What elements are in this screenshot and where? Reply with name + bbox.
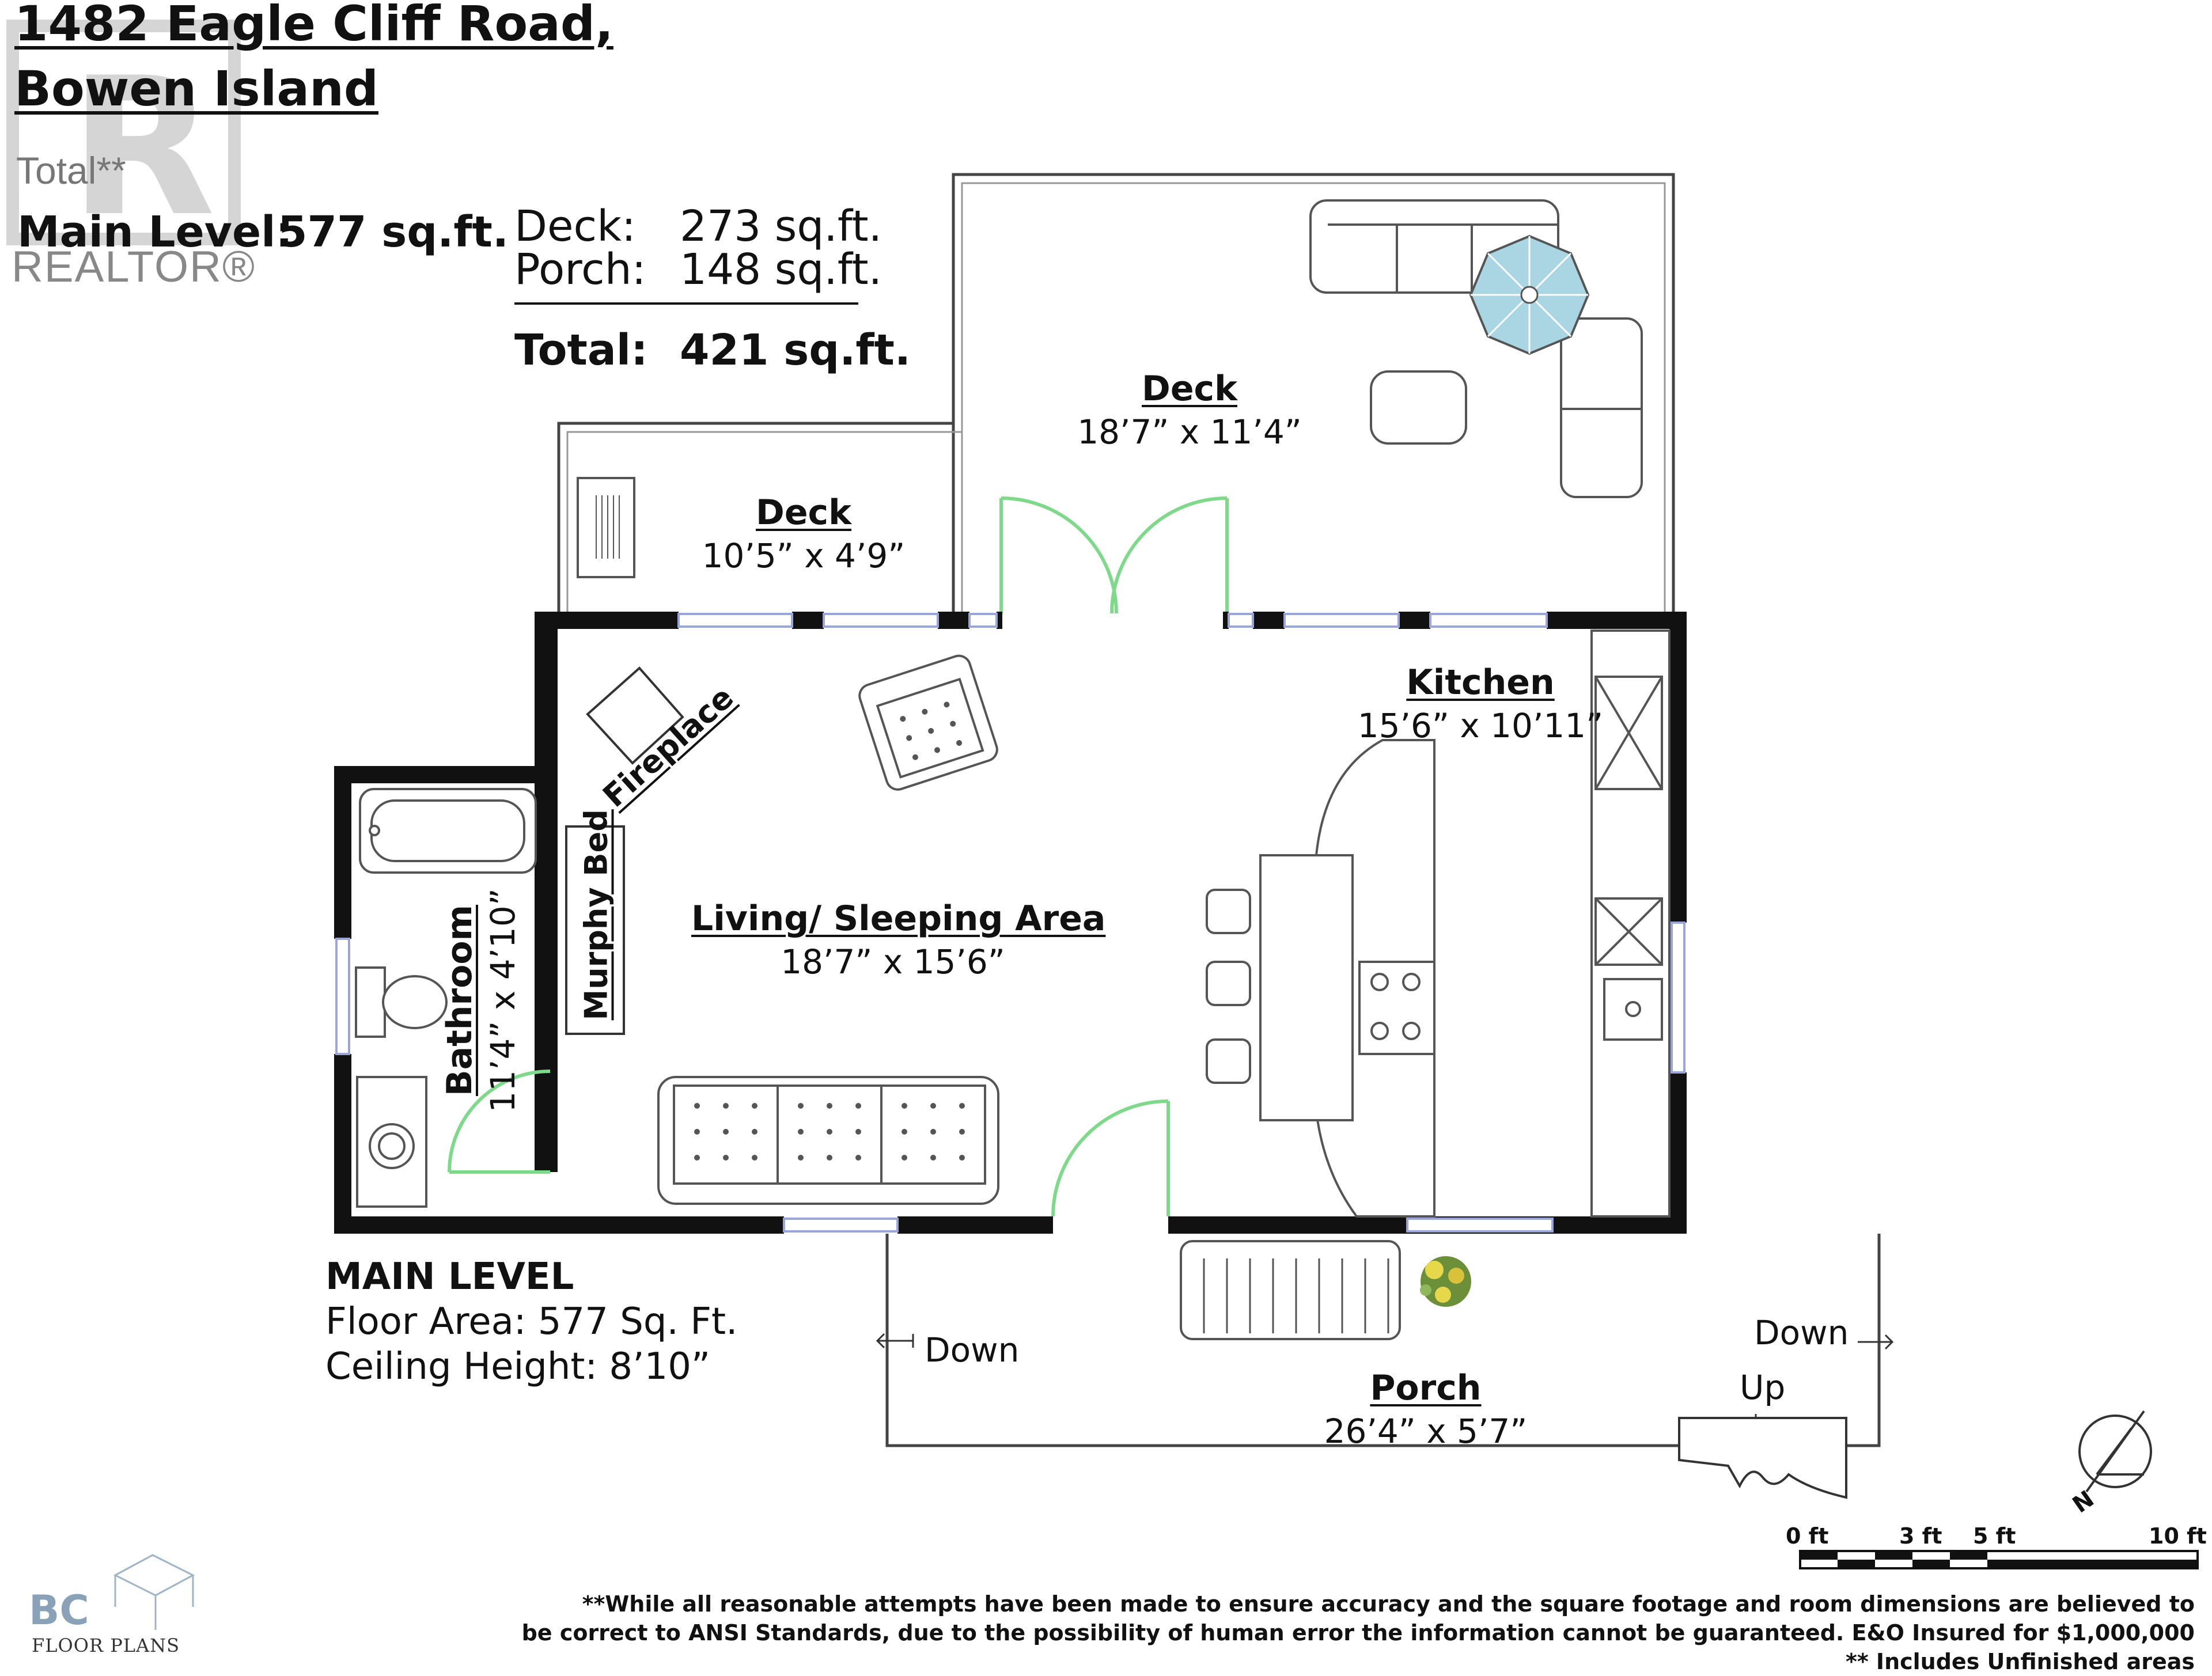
- deck-area-value: 273 sq.ft.: [680, 202, 882, 251]
- porch-area-value: 148 sq.ft.: [680, 245, 882, 294]
- outdoor-sofa: [1309, 199, 1643, 498]
- ceiling-height: Ceiling Height: 8’10”: [325, 1345, 711, 1388]
- disclaimer-line-2: be correct to ANSI Standards, due to the…: [521, 1620, 2195, 1645]
- deck-outline-inner: [961, 182, 1666, 613]
- room-living: Living/ Sleeping Area 18’7” x 15’6”: [691, 898, 1106, 981]
- porch-bench: [1180, 1240, 1401, 1340]
- kitchen-island: [1259, 739, 1435, 1218]
- north-arrow: [2078, 1410, 2152, 1493]
- interior-doors: [448, 1070, 1170, 1217]
- scale-0: 0 ft: [1786, 1523, 1829, 1549]
- room-name: Bathroom: [440, 904, 480, 1097]
- total-area-label: Total:: [514, 325, 648, 375]
- potted-plant: [1420, 1256, 1471, 1307]
- main-level-label: Main Level:: [17, 207, 293, 257]
- svg-text:R: R: [69, 37, 215, 258]
- lower-deck-outline: [557, 422, 953, 613]
- up-label: Up: [1740, 1368, 1786, 1407]
- porch-step: [1678, 1417, 1847, 1499]
- disclaimer-line-1: **While all reasonable attempts have bee…: [582, 1591, 2195, 1617]
- room-name: Deck: [1142, 369, 1237, 409]
- room-dims: 18’7” x 11’4”: [1077, 412, 1302, 452]
- scale-5: 5 ft: [1973, 1523, 2016, 1549]
- kitchen-counter: [1590, 630, 1671, 1218]
- fireplace: [586, 666, 684, 765]
- bbq-grill: [577, 477, 635, 578]
- bar-stools: [1206, 889, 1251, 1084]
- main-level-info: MAIN LEVEL Floor Area: 577 Sq. Ft. Ceili…: [325, 1254, 737, 1389]
- disclaimer-line-3: ** Includes Unfinished areas: [1845, 1649, 2195, 1674]
- room-deck-upper: Deck 18’7” x 11’4”: [1031, 369, 1348, 452]
- floor-area: Floor Area: 577 Sq. Ft.: [325, 1300, 738, 1343]
- main-level-value: 577 sq.ft.: [278, 207, 509, 257]
- room-name: Deck: [756, 492, 851, 533]
- watermark-realtor: REALTOR®: [12, 242, 256, 291]
- deck-area-label: Deck:: [514, 202, 636, 251]
- room-kitchen: Kitchen 15’6” x 10’11”: [1342, 662, 1619, 745]
- watermark-total: Total**: [16, 149, 126, 192]
- room-porch: Porch 26’4” x 5’7”: [1310, 1368, 1541, 1451]
- porch-outline: [885, 1234, 1881, 1447]
- deck-outline: [952, 173, 1675, 613]
- patio-table: [1469, 234, 1590, 355]
- room-dims: 26’4” x 5’7”: [1324, 1412, 1528, 1451]
- total-area-value: 421 sq.ft.: [680, 325, 911, 375]
- french-doors: [999, 496, 1229, 614]
- main-level-title: MAIN LEVEL: [325, 1256, 574, 1298]
- lower-deck-outline-inner: [566, 431, 962, 613]
- disclaimer: **While all reasonable attempts have bee…: [522, 1590, 2195, 1676]
- sofa: [657, 1076, 999, 1205]
- murphy-bed-label: Murphy Bed: [578, 809, 615, 1021]
- address-line-2: Bowen Island: [14, 60, 379, 117]
- address-line-1: 1482 Eagle Cliff Road,: [14, 0, 613, 52]
- bathroom-fixtures: [355, 788, 537, 1208]
- scale-10: 10 ft: [2149, 1523, 2207, 1549]
- logo-graphic: [113, 1554, 195, 1630]
- logo-floor-plans: FLOOR PLANS: [32, 1635, 180, 1656]
- logo-bc: BC: [29, 1587, 89, 1634]
- porch-area-label: Porch:: [514, 245, 646, 294]
- scale-bar: [1799, 1550, 2199, 1569]
- room-dims: 15’6” x 10’11”: [1357, 706, 1604, 745]
- room-bathroom: Bathroom 11’4” x 4’10”: [440, 879, 522, 1121]
- room-deck-lower: Deck 10’5” x 4’9”: [688, 492, 919, 575]
- room-name: Kitchen: [1406, 662, 1555, 703]
- room-dims: 10’5” x 4’9”: [702, 536, 906, 575]
- down-label-right: Down: [1754, 1313, 1849, 1352]
- realtor-logo-mark: R: [6, 20, 241, 258]
- armchair: [858, 654, 998, 791]
- down-label-left: Down: [925, 1330, 1020, 1370]
- room-name: Porch: [1370, 1368, 1482, 1408]
- room-dims: 11’4” x 4’10”: [483, 888, 522, 1113]
- windows: [335, 613, 1685, 1233]
- murphy-bed: [565, 825, 625, 1035]
- room-name: Living/ Sleeping Area: [691, 898, 1106, 939]
- scale-3: 3 ft: [1899, 1523, 1942, 1549]
- room-dims: 18’7” x 15’6”: [781, 942, 1005, 981]
